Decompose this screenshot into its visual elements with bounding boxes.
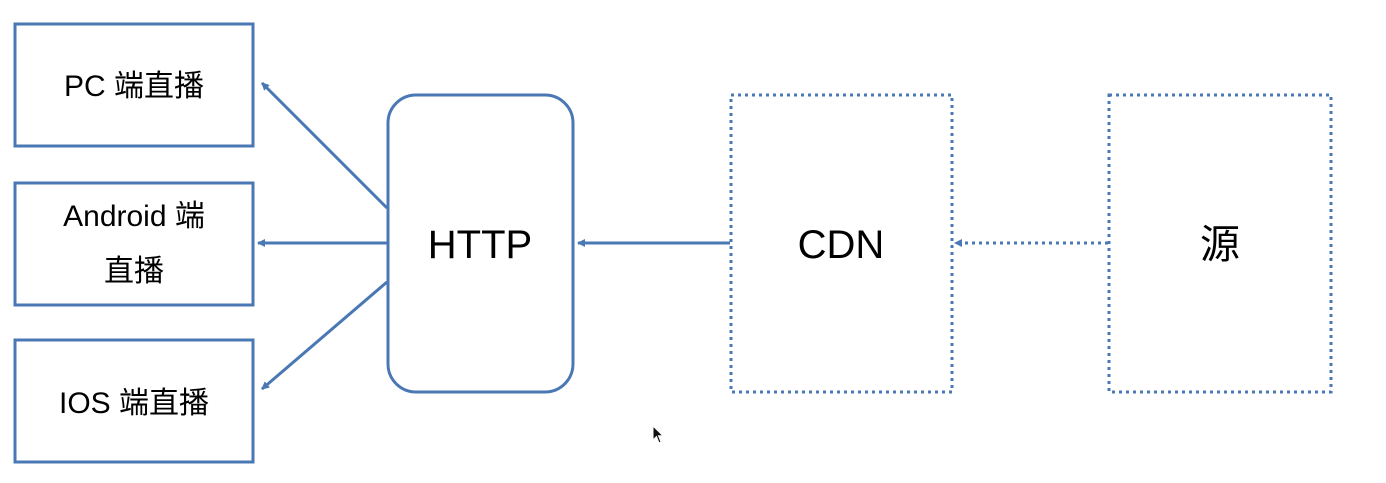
cdn-label: CDN	[798, 223, 885, 267]
android-client-label-line2: 直播	[104, 255, 164, 288]
pc-client-label: PC 端直播	[64, 70, 204, 103]
ios-client-label: IOS 端直播	[59, 387, 209, 420]
http-label: HTTP	[428, 223, 532, 267]
android-client-label-line1: Android 端	[63, 200, 205, 233]
http-to-pc-arrow	[260, 81, 389, 210]
cdn-box	[729, 93, 954, 394]
http-box	[386, 93, 575, 394]
android-client-box	[13, 181, 255, 307]
http-to-ios-arrow	[261, 280, 388, 391]
mouse-pointer-icon	[652, 425, 665, 444]
pc-client-box	[13, 22, 255, 148]
source-label: 源	[1200, 223, 1240, 267]
ios-client-box	[13, 338, 255, 464]
source-box	[1107, 93, 1333, 394]
